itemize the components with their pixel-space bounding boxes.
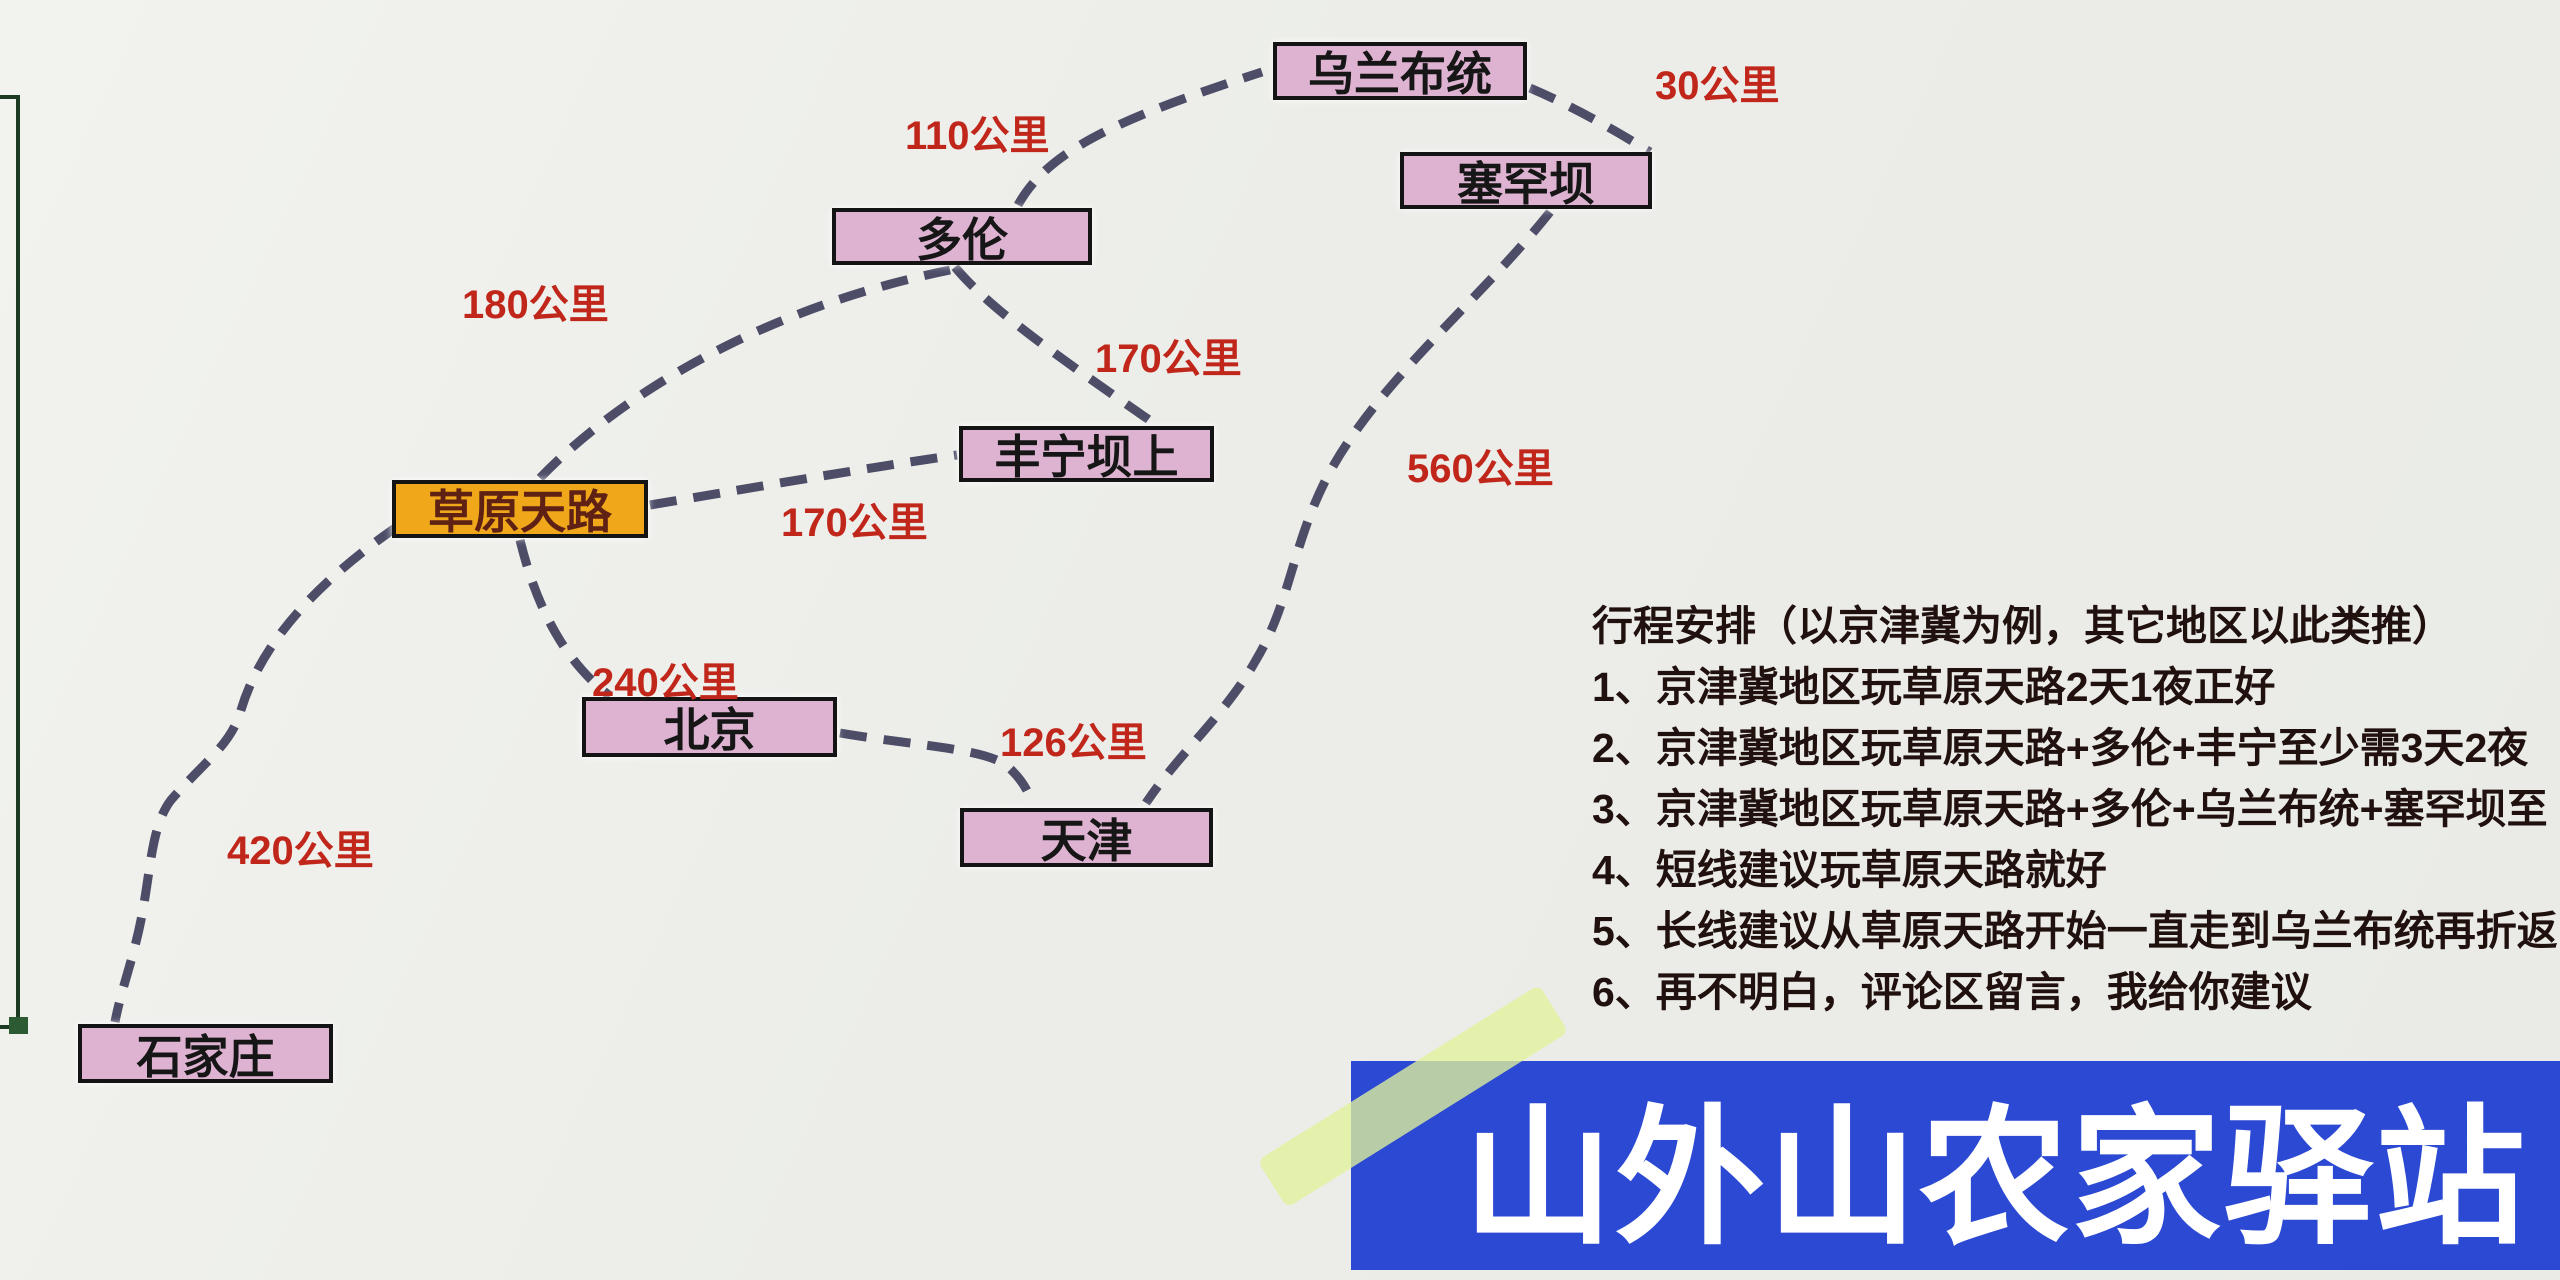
city-label: 塞罕坝 xyxy=(1457,157,1595,210)
route-saihanba-tianjin xyxy=(1142,209,1554,806)
distance-label-caoyuan-beijing: 240公里 xyxy=(592,661,739,705)
itinerary-item-2: 2、京津冀地区玩草原天路+多伦+丰宁至少需3天2夜 xyxy=(1592,725,2529,771)
itinerary-title: 行程安排（以京津冀为例，其它地区以此类推） xyxy=(1592,603,2453,649)
itinerary-item-4: 4、短线建议玩草原天路就好 xyxy=(1592,847,2107,893)
city-label: 北京 xyxy=(663,704,756,756)
route-caoyuan-duolun xyxy=(536,265,951,482)
route-wulanbutong-saihanba xyxy=(1528,83,1653,156)
city-box-shijiazhuang: 石家庄 xyxy=(78,1024,333,1083)
distance-label-caoyuan-duolun: 180公里 xyxy=(462,283,609,327)
green-frame-line xyxy=(0,95,28,1034)
city-box-caoyuantianlu: 草原天路 xyxy=(392,480,648,538)
distance-label-saihanba-tianjin: 560公里 xyxy=(1407,447,1554,491)
distance-label-duolun-wulanbutong: 110公里 xyxy=(905,114,1050,158)
itinerary-item-6: 6、再不明白，评论区留言，我给你建议 xyxy=(1592,969,2312,1015)
route-caoyuan-beijing xyxy=(515,538,613,700)
distance-label-wulanbutong-saihanba: 30公里 xyxy=(1655,64,1780,108)
green-handle-square xyxy=(9,1017,28,1034)
distance-label-beijing-tianjin: 126公里 xyxy=(1000,721,1147,765)
route-duolun-fengning xyxy=(951,264,1158,428)
brand-banner: 山外山农家驿站 xyxy=(1351,1061,2560,1270)
route-duolun-wulanbutong xyxy=(1014,67,1264,208)
brand-banner-text: 山外山农家驿站 xyxy=(1463,1094,2528,1262)
city-label: 天津 xyxy=(1040,814,1133,867)
distance-label-duolun-fengning: 170公里 xyxy=(1095,337,1242,381)
itinerary-item-5: 5、长线建议从草原天路开始一直走到乌兰布统再折返 xyxy=(1592,908,2558,954)
city-label: 石家庄 xyxy=(136,1030,275,1083)
city-box-duolun: 多伦 xyxy=(832,208,1092,266)
city-box-saihanba: 塞罕坝 xyxy=(1400,152,1652,210)
distance-label-caoyuan-shijiazhuang: 420公里 xyxy=(227,829,374,873)
route-beijing-tianjin xyxy=(839,728,1037,805)
itinerary-item-1: 1、京津冀地区玩草原天路2天1夜正好 xyxy=(1592,664,2276,710)
city-box-beijing: 北京 xyxy=(582,697,837,757)
route-caoyuan-fengning xyxy=(649,450,958,510)
route-caoyuan-shijiazhuang xyxy=(110,522,401,1023)
itinerary-item-3: 3、京津冀地区玩草原天路+多伦+乌兰布统+塞罕坝至 xyxy=(1592,786,2548,832)
city-label: 丰宁坝上 xyxy=(994,431,1179,483)
city-label: 多伦 xyxy=(916,213,1008,266)
itinerary-block: 行程安排（以京津冀为例，其它地区以此类推） 1、京津冀地区玩草原天路2天1夜正好… xyxy=(1592,596,2558,1023)
city-box-wulanbutong: 乌兰布统 xyxy=(1273,42,1527,100)
city-box-tianjin: 天津 xyxy=(960,808,1213,867)
city-label: 乌兰布统 xyxy=(1308,48,1492,100)
city-label: 草原天路 xyxy=(428,486,612,538)
city-box-fengningbashang: 丰宁坝上 xyxy=(959,426,1214,483)
distance-label-caoyuan-fengning: 170公里 xyxy=(781,501,928,545)
